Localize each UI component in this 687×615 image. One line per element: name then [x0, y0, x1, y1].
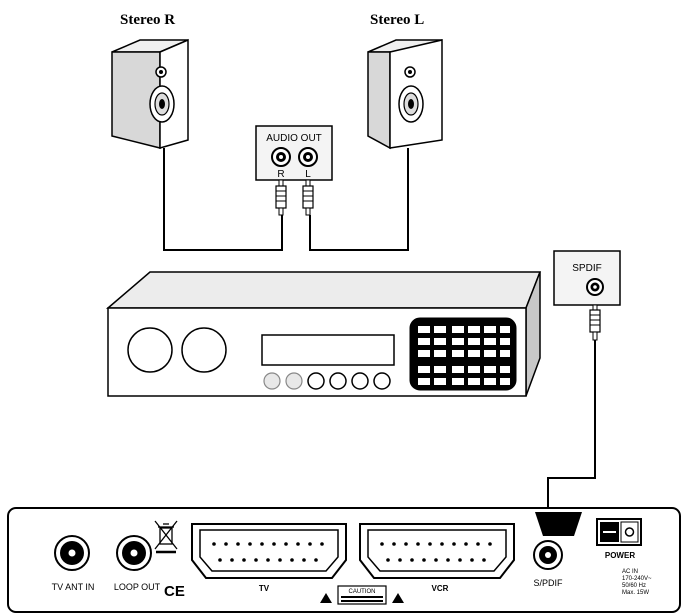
tv-scart-connector-icon — [191, 523, 347, 579]
audio-out-panel — [255, 125, 333, 181]
audio-out-l-label: L — [305, 169, 311, 180]
tv-ant-in-label: TV ANT IN — [52, 582, 95, 592]
spdif-jack-icon — [586, 278, 604, 296]
loop-out-connector-icon — [116, 535, 152, 571]
ce-mark: CE — [164, 583, 185, 600]
audio-out-jack-l-icon — [298, 147, 318, 167]
loop-out-label: LOOP OUT — [114, 582, 161, 592]
speaker-left-icon — [367, 39, 443, 150]
ac-in-line-4: Max. 15W — [622, 590, 649, 596]
audio-out-r-label: R — [277, 169, 284, 180]
stereo-l-label: Stereo L — [370, 12, 424, 28]
weee-bin-icon — [154, 520, 178, 554]
spdif-bracket — [535, 512, 582, 536]
ac-in-line-2: 170-240V~ — [622, 576, 652, 582]
caution-plate — [320, 585, 404, 605]
caution-label: CAUTION — [349, 589, 376, 595]
rca-plug-spdif-icon — [589, 304, 601, 341]
tv-scart-label: TV — [259, 584, 270, 593]
rca-plug-r-icon — [275, 179, 287, 216]
speaker-right-icon — [111, 38, 189, 149]
spdif-panel — [553, 250, 621, 306]
spdif-out-label: S/PDIF — [533, 578, 563, 588]
tv-ant-in-connector-icon — [54, 535, 90, 571]
stereo-r-label: Stereo R — [120, 12, 175, 28]
audio-out-jack-r-icon — [271, 147, 291, 167]
cable-right — [163, 148, 283, 251]
spdif-title: SPDIF — [572, 263, 601, 274]
audio-out-title: AUDIO OUT — [266, 133, 322, 144]
power-switch-icon — [596, 518, 642, 546]
vcr-scart-label: VCR — [432, 584, 449, 593]
ac-in-line-3: 50/60 Hz — [622, 583, 646, 589]
power-label: POWER — [605, 551, 635, 560]
amplifier-icon — [105, 271, 542, 397]
rca-plug-l-icon — [302, 179, 314, 216]
cable-left — [309, 148, 409, 251]
spdif-out-connector-icon — [533, 540, 563, 570]
vcr-scart-connector-icon — [359, 523, 515, 579]
ac-in-line-1: AC IN — [622, 569, 638, 575]
